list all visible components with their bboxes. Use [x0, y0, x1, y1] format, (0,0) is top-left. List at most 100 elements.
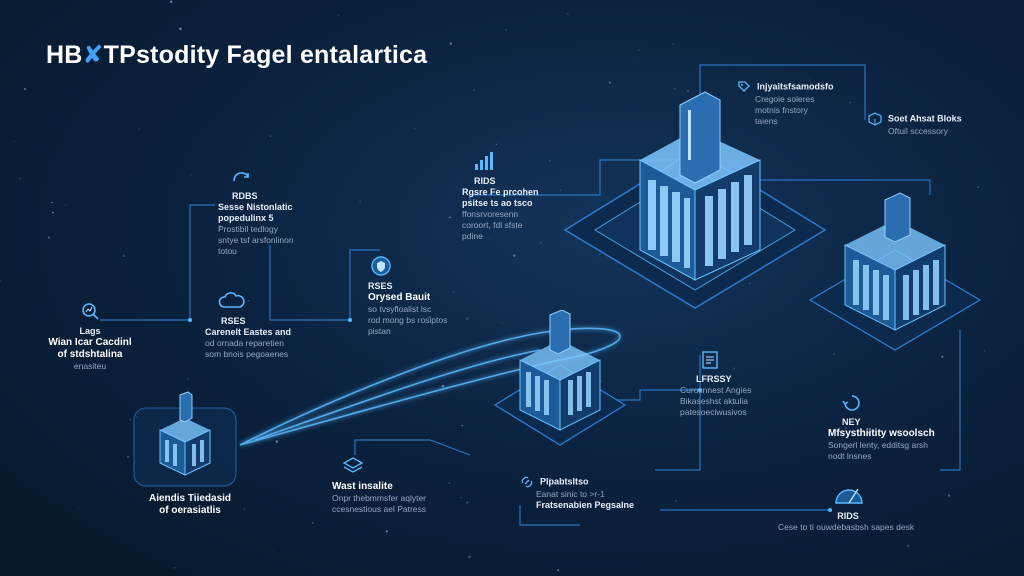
node-cloud-line3: som bnois pegoaenes [205, 349, 289, 359]
node-lower-right-line1: Songerl lenty, edditsg arsh [828, 440, 929, 450]
star [599, 253, 601, 255]
node-upper-left-line5: totou [218, 246, 237, 256]
star [170, 0, 173, 3]
star [489, 238, 490, 240]
star [13, 140, 15, 142]
star [907, 545, 909, 547]
node-bottom-right-line1: Cese to ti ouwdebasbsh sapes desk [778, 522, 915, 532]
node-top-right-label-text: Injyaitsfsamodsfo [757, 81, 834, 92]
node-chart-label: RIDS [474, 176, 496, 186]
node-mid-label: RSES [368, 281, 393, 291]
star [505, 29, 507, 31]
star [673, 87, 676, 90]
node-top-right-line1: Cregoie soleres [755, 94, 815, 104]
cube-icon [868, 112, 882, 126]
node-bottom-mid-line1: Onpr thebmmsfer aqlyter [332, 493, 427, 503]
star [468, 555, 471, 559]
dome-icon [835, 488, 863, 504]
star [638, 48, 640, 51]
star [548, 477, 552, 480]
search-chart-icon [82, 303, 99, 320]
node-lower-right-line2: nodt lnsnes [828, 451, 872, 461]
star [608, 81, 611, 84]
star [272, 550, 274, 552]
node-lower-right: NEY Mfsysthiitity wsoolsch Songerl lenty… [828, 393, 968, 462]
node-top-right-line2: motnis fnstory [755, 105, 808, 115]
node-bottom-left-building: Aiendis Tiiedasid of oerasiatlis [140, 493, 240, 517]
star [138, 128, 141, 130]
node-chart-line3: ffonsrvoresenn [462, 209, 519, 219]
star [559, 189, 561, 191]
node-mid: RSES Orysed Bauit so tvsyfloalist lsc ro… [368, 255, 488, 337]
connector-bottom-center [519, 505, 580, 526]
connector-left-upper [100, 204, 215, 321]
connector-top-to-top-right [699, 64, 866, 120]
star [172, 21, 174, 22]
star [941, 355, 944, 358]
node-chart-line4: coroort, fdl sfste [462, 220, 523, 230]
right-tower-building [808, 192, 982, 351]
star [461, 424, 463, 427]
star [540, 242, 542, 244]
connector-right-vertical [940, 330, 961, 471]
star [472, 89, 475, 92]
tag-icon [738, 81, 750, 92]
main-tower-building [563, 91, 827, 309]
node-upper-left-line4: sntye tsf arsfonlinon [218, 235, 294, 245]
star [122, 254, 125, 258]
document-icon [702, 351, 718, 369]
star [52, 211, 54, 214]
node-bottom-left-line1: Aiendis Tiiedasid [148, 493, 232, 504]
star [311, 521, 314, 524]
star [687, 90, 689, 92]
node-upper-left-label: RDBS [232, 191, 258, 201]
node-top-right-label: Injyaitsfsamodsfo [737, 80, 867, 94]
star [867, 431, 870, 434]
star [18, 177, 21, 180]
node-mid-line3: pistan [368, 326, 391, 336]
orbit-arc-1 [239, 327, 621, 446]
node-doc-label: LFRSSY [696, 374, 732, 384]
node-bottom-center-label: Plpabtsltso [520, 475, 650, 489]
star [428, 316, 431, 318]
star [243, 508, 246, 511]
star [413, 127, 416, 130]
node-left: Lags Wian Icar Cacdinl of stdshtalina en… [40, 300, 140, 372]
star [449, 216, 451, 219]
connector-tower-to-right [720, 179, 931, 195]
star [466, 501, 469, 504]
star [548, 159, 551, 162]
star [179, 27, 182, 31]
star [359, 201, 361, 203]
star [977, 186, 979, 188]
node-mid-heading: Orysed Bauit [368, 292, 431, 303]
node-top-right: Injyaitsfsamodsfo Cregoie soleres motnis… [737, 80, 867, 127]
star [441, 384, 445, 388]
recycle-icon [842, 395, 860, 411]
node-bottom-center: Plpabtsltso Eanat sinic to >r-1 Fratsena… [520, 475, 650, 511]
node-far-right-label-text: Soet Ahsat Bloks [888, 113, 962, 124]
star [849, 101, 851, 104]
star [448, 482, 451, 484]
node-left-label: Lags [79, 326, 101, 336]
star [64, 204, 67, 206]
node-far-right: Soet Ahsat Bloks Oftuil sccessory [868, 112, 988, 137]
star [513, 254, 516, 257]
star [23, 87, 27, 91]
star [247, 299, 250, 302]
connector-bottom-mid [354, 439, 471, 456]
node-upper-left-line1: Sesse Nistonlatic [218, 202, 293, 212]
node-upper-left-line3: Prostibil tedlogy [218, 224, 279, 234]
diagram-title: HB✘TPstodity Fagel entalartica [46, 41, 428, 69]
node-left-heading: Wian Icar Cacdinl [48, 337, 132, 348]
cloud-icon [218, 292, 245, 308]
node-doc-line3: patesoeciwusivos [680, 407, 747, 417]
star [733, 367, 735, 369]
star [567, 13, 569, 15]
star [465, 317, 469, 320]
node-chart-line5: pdine [462, 231, 483, 241]
node-cloud-label: RSES [221, 316, 246, 326]
star [385, 530, 388, 533]
node-bottom-mid: Wast insalite Onpr thebmmsfer aqlyter cc… [332, 455, 462, 515]
node-left-line2: enasiteu [73, 361, 107, 371]
